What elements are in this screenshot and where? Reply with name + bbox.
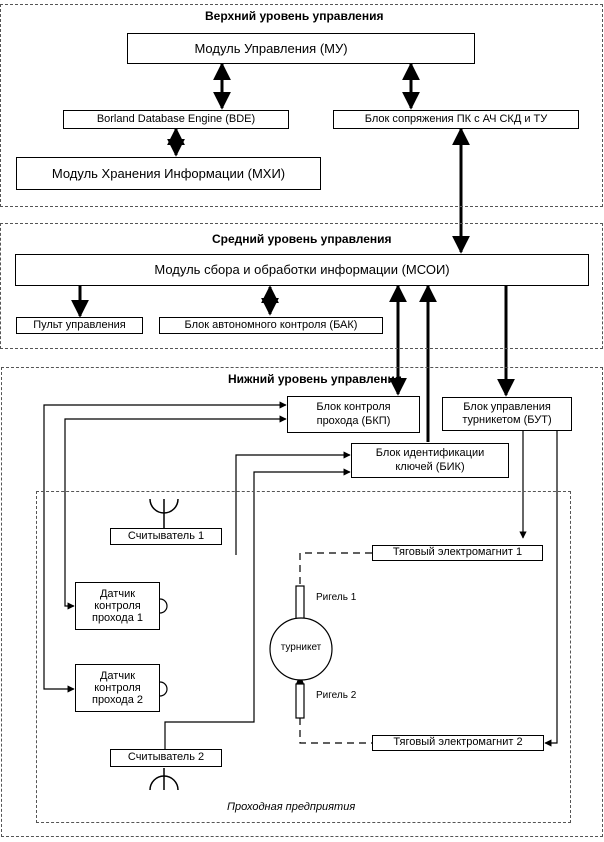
reader-2-box: Считыватель 2 — [110, 749, 222, 767]
magnet-1-label: Тяговый электромагнит 1 — [392, 546, 523, 559]
turnstile-label: турникет — [280, 642, 322, 653]
bak-label: Блок автономного контроля (БАК) — [184, 318, 358, 331]
signal-wires — [43, 401, 558, 749]
msoi-box: Модуль сбора и обработки информации (МСО… — [15, 254, 589, 286]
top-level-title: Верхний уровень управления — [205, 9, 384, 23]
interface-block-label: Блок сопряжения ПК с АЧ СКД и ТУ — [364, 112, 548, 125]
magnet-2-label: Тяговый электромагнит 2 — [393, 736, 523, 749]
turnstile-circle — [269, 617, 333, 681]
sensor-1-label: Датчик контроля прохода 1 — [91, 587, 144, 625]
reader-1-box: Считыватель 1 — [110, 528, 222, 545]
middle-level-title: Средний уровень управления — [212, 232, 392, 246]
storage-module-label: Модуль Хранения Информации (МХИ) — [51, 165, 286, 181]
control-module-label: Модуль Управления (МУ) — [194, 40, 348, 56]
control-panel-box: Пульт управления — [16, 317, 143, 334]
bus-links — [71, 62, 515, 442]
enterprise-frame — [36, 491, 571, 823]
middle-level-frame — [0, 223, 603, 349]
reader-1-label: Считыватель 1 — [127, 529, 205, 542]
bde-label: Borland Database Engine (BDE) — [96, 112, 256, 125]
bottom-level-title: Нижний уровень управления — [228, 372, 402, 386]
bottom-level-frame — [1, 367, 603, 837]
but-box: Блок управления турникетом (БУТ) — [442, 397, 572, 431]
sensor-2-box: Датчик контроля прохода 2 — [75, 664, 160, 712]
enterprise-caption: Проходная предприятия — [227, 801, 356, 813]
bik-label: Блок идентификации ключей (БИК) — [375, 447, 485, 473]
antenna-icon — [149, 498, 179, 528]
sensor-1-box: Датчик контроля прохода 1 — [75, 582, 160, 630]
storage-module-box: Модуль Хранения Информации (МХИ) — [16, 157, 321, 190]
bak-box: Блок автономного контроля (БАК) — [159, 317, 383, 334]
bkp-label: Блок контроля прохода (БКП) — [316, 401, 391, 427]
sensor-2-indicator — [159, 681, 168, 697]
magnet-2-box: Тяговый электромагнит 2 — [372, 735, 544, 751]
reader-2-label: Считыватель 2 — [127, 751, 205, 764]
top-level-frame — [0, 4, 603, 207]
sensor-1-indicator — [159, 598, 168, 614]
bolt-2-label: Ригель 2 — [316, 690, 357, 701]
bik-box: Блок идентификации ключей (БИК) — [351, 443, 509, 478]
magnet-1-box: Тяговый электромагнит 1 — [372, 545, 543, 561]
magnet-links — [299, 552, 372, 744]
but-label: Блок управления турникетом (БУТ) — [462, 400, 552, 426]
msoi-label: Модуль сбора и обработки информации (МСО… — [154, 262, 450, 278]
bolt-1-label: Ригель 1 — [316, 592, 357, 603]
control-module-box: Модуль Управления (МУ) — [127, 33, 475, 64]
interface-block-box: Блок сопряжения ПК с АЧ СКД и ТУ — [333, 110, 579, 129]
bde-box: Borland Database Engine (BDE) — [63, 110, 289, 129]
bkp-box: Блок контроля прохода (БКП) — [287, 396, 420, 433]
antenna-icon — [149, 768, 179, 791]
sensor-2-label: Датчик контроля прохода 2 — [91, 669, 144, 707]
control-panel-label: Пульт управления — [33, 318, 126, 331]
